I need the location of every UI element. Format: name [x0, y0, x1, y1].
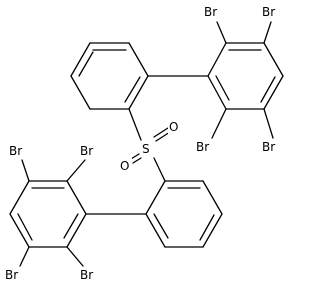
atom-labels: Br Br Br Br Br Br Br Br S O O	[4, 4, 283, 282]
sulfonyl-group	[128, 108, 171, 182]
br-upper-mid-left-label: Br	[196, 140, 209, 154]
br-left-upper2-label: Br	[80, 144, 93, 158]
molecule-canvas: Br Br Br Br Br Br Br Br S O O	[4, 4, 284, 282]
structure-svg: Br Br Br Br Br Br Br Br S O O	[4, 4, 284, 282]
oxygen-left-label: O	[120, 159, 129, 173]
upper-phenyl-ring	[70, 42, 149, 110]
oxygen-right-label: O	[169, 120, 178, 134]
sulfur-label: S	[142, 142, 150, 156]
br-lower-left-label: Br	[5, 268, 18, 282]
br-lower-right-label: Br	[80, 268, 93, 282]
lower-tetrabromo-ring	[9, 159, 147, 267]
br-top-left-label: Br	[204, 5, 217, 19]
br-upper-mid-right-label: Br	[262, 140, 275, 154]
upper-tetrabromo-ring	[147, 21, 284, 139]
br-top-right-label: Br	[262, 5, 275, 19]
lower-phenyl-ring	[145, 180, 223, 248]
br-left-upper-label: Br	[9, 144, 22, 158]
